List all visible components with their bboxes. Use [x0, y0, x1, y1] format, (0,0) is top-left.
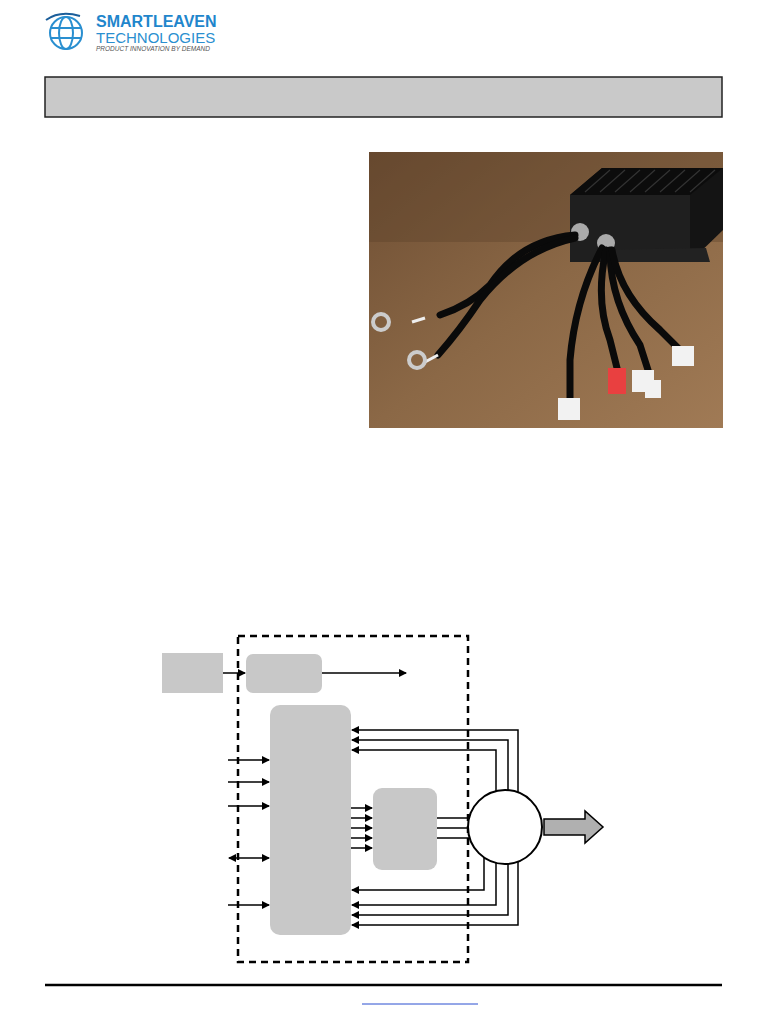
- logo-globe: [46, 14, 82, 49]
- brand-subname: TECHNOLOGIES: [96, 30, 215, 45]
- footer-link-underline: [362, 1004, 478, 1005]
- title-bar: [45, 77, 722, 117]
- brand-tagline: PRODUCT INNOVATION BY DEMAND: [96, 46, 210, 53]
- brand-name: SMARTLEAVEN: [96, 14, 217, 30]
- footer-rule: [45, 984, 722, 987]
- product-photo: [369, 152, 723, 428]
- block-diagram: [162, 636, 603, 962]
